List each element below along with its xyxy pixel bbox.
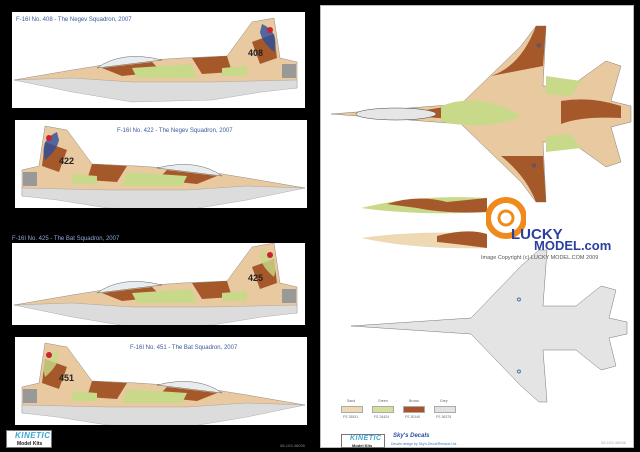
color-swatch xyxy=(372,406,394,413)
skys-decals-logo: Sky's Decals xyxy=(393,433,430,439)
star-of-david-insignia: ✡ xyxy=(516,368,522,376)
tail-number: 425 xyxy=(248,273,263,283)
watermark-line2: MODEL.com xyxy=(534,238,612,253)
aircraft-side-profile: 422 xyxy=(21,125,306,208)
star-of-david-insignia: ✡ xyxy=(516,296,522,304)
swatch-name: Sand xyxy=(347,399,356,403)
top-view-planform: ✡ ✡ xyxy=(330,25,632,203)
star-of-david-insignia: ✡ xyxy=(531,162,537,170)
swatch-code: FS 34424 xyxy=(374,415,390,419)
swatch-name: Grey xyxy=(440,399,448,403)
aircraft-side-profile: 451 xyxy=(21,342,306,425)
bottom-view-planform: ✡ ✡ xyxy=(350,249,628,403)
sheet-code-right: 08-103-48006 xyxy=(601,440,626,445)
color-swatch xyxy=(434,406,456,413)
color-swatch xyxy=(341,406,363,413)
decals-credit: Decals design by Sky's Decal/Reissue Ltd… xyxy=(391,442,458,446)
profile-title: F-16I No. 422 - The Negev Squadron, 2007 xyxy=(117,128,233,134)
profile-panel-4: F-16I No. 451 - The Bat Squadron, 2007 4… xyxy=(15,337,307,425)
profile-title: F-16I No. 425 - The Bat Squadron, 2007 xyxy=(12,236,120,242)
tail-number: 451 xyxy=(59,373,74,383)
swatch-code: FS 30140 xyxy=(405,415,421,419)
aircraft-side-profile: 408 xyxy=(13,17,298,103)
planform-sheet: ✡ ✡ ✡ ✡ LUCKY MODEL.com Image Copyright … xyxy=(320,5,634,448)
sheet-code-left: 08-103-48005 xyxy=(280,443,305,448)
forward-fuselage-strips xyxy=(361,197,487,249)
aircraft-side-profile: 425 xyxy=(13,242,298,325)
lucky-model-watermark-logo xyxy=(486,197,526,239)
star-of-david-insignia: ✡ xyxy=(536,42,542,50)
tail-number: 408 xyxy=(248,48,263,58)
color-swatch xyxy=(403,406,425,413)
swatch-code: FS 36375 xyxy=(436,415,452,419)
profile-panel-1: F-16I No. 408 - The Negev Squadron, 2007… xyxy=(12,12,305,108)
tail-number: 422 xyxy=(59,156,74,166)
kinetic-logo: KINETIC Model Kits xyxy=(341,434,385,448)
kinetic-logo: KINETIC Model Kits xyxy=(6,430,52,448)
swatch-name: Brown xyxy=(409,399,419,403)
watermark-copyright: Image Copyright (c) LUCKY MODEL.COM 2009 xyxy=(481,255,599,261)
profile-panel-3: 425 xyxy=(12,242,305,325)
profile-panel-2: F-16I No. 422 - The Negev Squadron, 2007… xyxy=(15,120,307,208)
watermark-line1: LUCKY xyxy=(511,226,563,243)
swatch-code: FS 33531 xyxy=(343,415,359,419)
profile-title: F-16I No. 451 - The Bat Squadron, 2007 xyxy=(130,345,238,351)
profile-title: F-16I No. 408 - The Negev Squadron, 2007 xyxy=(16,17,132,23)
swatch-name: Green xyxy=(378,399,388,403)
